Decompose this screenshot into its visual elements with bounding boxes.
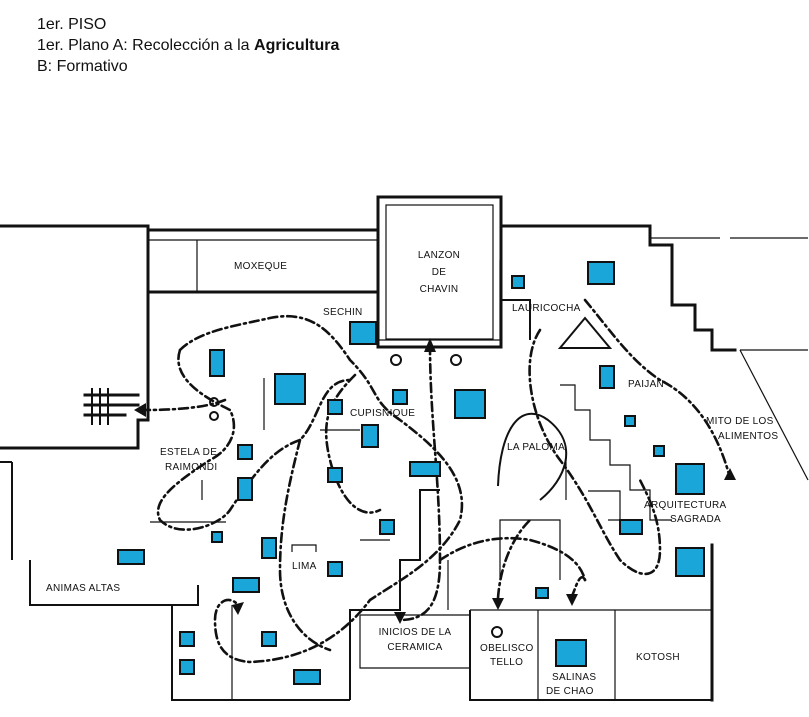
route-arrows bbox=[134, 338, 736, 624]
label-obelisco: OBELISCO bbox=[480, 643, 534, 654]
exhibit-box bbox=[261, 631, 277, 647]
exhibit-boxes bbox=[117, 261, 705, 685]
label-sechin: SECHIN bbox=[323, 307, 363, 318]
arrowhead-icon bbox=[232, 602, 244, 615]
pyramid-icon bbox=[557, 316, 613, 349]
exhibit-box bbox=[232, 577, 260, 593]
header-plan-a-bold: Agricultura bbox=[254, 37, 340, 54]
circle-icon bbox=[450, 354, 462, 366]
arrowhead-icon bbox=[566, 594, 578, 606]
label-lauricocha: LAURICOCHA bbox=[512, 303, 581, 314]
exhibit-box bbox=[409, 461, 441, 477]
label-de-chao: DE CHAO bbox=[546, 686, 594, 697]
exhibit-box bbox=[211, 531, 223, 543]
exhibit-box bbox=[675, 547, 705, 577]
route-path bbox=[136, 298, 732, 664]
exhibit-box bbox=[624, 415, 636, 427]
exhibit-box bbox=[555, 639, 587, 667]
label-estela-2: RAIMONDI bbox=[165, 462, 218, 473]
arrowhead-icon bbox=[134, 403, 146, 417]
exhibit-box bbox=[379, 519, 395, 535]
label-inicios-2: CERAMICA bbox=[387, 642, 443, 653]
exhibit-box bbox=[454, 389, 486, 419]
exhibit-box bbox=[675, 463, 705, 495]
header-plan-a: 1er. Plano A: Recolección a la Agricultu… bbox=[37, 36, 339, 56]
header-plan-a-text: 1er. Plano A: Recolección a la bbox=[37, 37, 255, 54]
header-plan-b: B: Formativo bbox=[37, 58, 128, 75]
label-sagrada: SAGRADA bbox=[670, 514, 722, 525]
label-estela-1: ESTELA DE bbox=[160, 447, 218, 458]
label-arquitectura: ARQUITECTURA bbox=[644, 500, 727, 511]
label-lanzon: LANZON bbox=[417, 250, 461, 261]
label-la-paloma: LA PALOMA bbox=[507, 442, 566, 453]
stairs-icon bbox=[83, 388, 140, 425]
exhibit-box bbox=[293, 669, 321, 685]
exhibit-box bbox=[179, 659, 195, 675]
label-kotosh: KOTOSH bbox=[636, 652, 680, 663]
exhibit-box bbox=[237, 477, 253, 501]
exhibit-box bbox=[361, 424, 379, 448]
circle-icon bbox=[491, 626, 503, 638]
exhibit-box bbox=[117, 549, 145, 565]
exhibit-box bbox=[237, 444, 253, 460]
label-animas-altas: ANIMAS ALTAS bbox=[46, 583, 121, 594]
exhibit-box bbox=[587, 261, 615, 285]
exhibit-box bbox=[349, 321, 377, 345]
label-salinas: SALINAS bbox=[552, 672, 597, 683]
circle-markers bbox=[209, 354, 503, 638]
exhibit-box bbox=[599, 365, 615, 389]
exhibit-box bbox=[392, 389, 408, 405]
label-mito-2: ALIMENTOS bbox=[718, 431, 779, 442]
label-lanzon-de: DE bbox=[431, 267, 447, 278]
circle-icon bbox=[390, 354, 402, 366]
exhibit-box bbox=[327, 561, 343, 577]
arrowhead-icon bbox=[394, 612, 406, 624]
walls bbox=[0, 195, 809, 702]
label-paijan: PAIJAN bbox=[628, 379, 665, 390]
exhibit-box bbox=[209, 349, 225, 377]
label-lima: LIMA bbox=[292, 561, 317, 572]
exhibit-box bbox=[179, 631, 195, 647]
circle-icon bbox=[209, 411, 219, 421]
label-moxeque: MOXEQUE bbox=[234, 261, 288, 272]
label-cupisnique: CUPISNIQUE bbox=[350, 408, 416, 419]
exhibit-box bbox=[327, 399, 343, 415]
label-tello: TELLO bbox=[490, 657, 524, 668]
label-mito-1: MITO DE LOS bbox=[706, 416, 774, 427]
arrowhead-icon bbox=[424, 338, 436, 352]
exhibit-box bbox=[535, 587, 549, 599]
exhibit-box bbox=[619, 519, 643, 535]
arrowhead-icon bbox=[492, 598, 504, 610]
arrowhead-icon bbox=[724, 468, 736, 480]
label-inicios-1: INICIOS DE LA bbox=[378, 627, 452, 638]
exhibit-box bbox=[327, 467, 343, 483]
label-chavin: CHAVIN bbox=[419, 284, 459, 295]
circle-icon bbox=[209, 397, 219, 407]
header-floor: 1er. PISO bbox=[37, 16, 107, 33]
exhibit-box bbox=[653, 445, 665, 457]
exhibit-box bbox=[511, 275, 525, 289]
exhibit-box bbox=[261, 537, 277, 559]
exhibit-box bbox=[274, 373, 306, 405]
